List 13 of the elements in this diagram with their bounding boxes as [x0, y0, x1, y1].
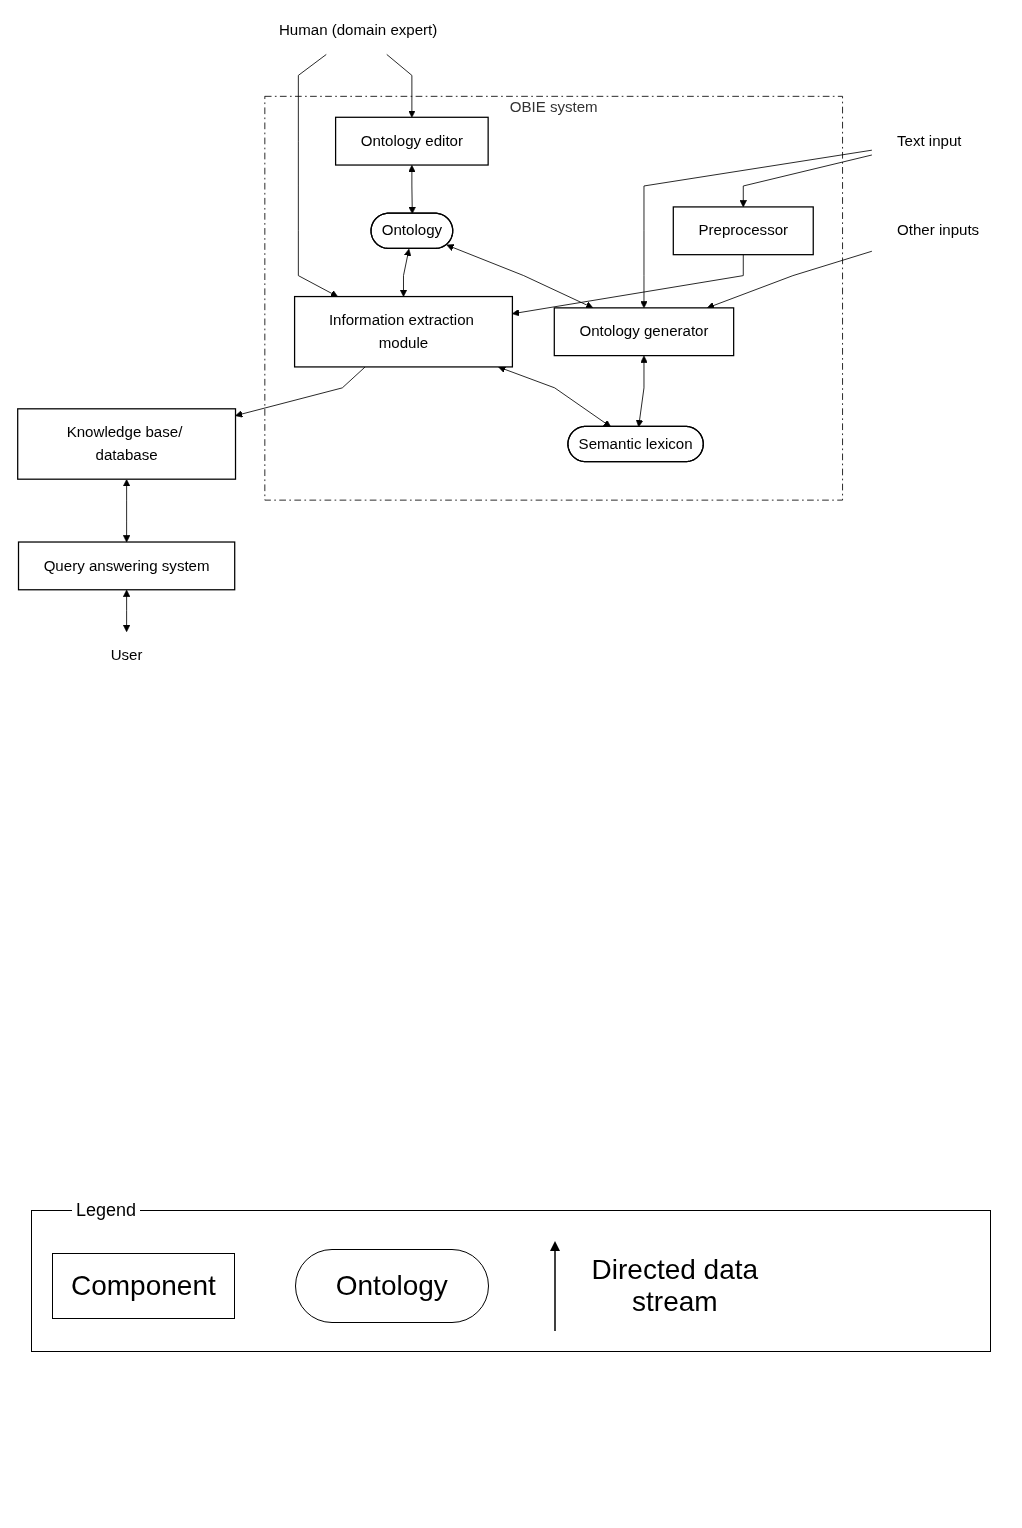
node-box: Query answering system — [17, 541, 236, 591]
node-box: Information extraction module — [293, 295, 514, 368]
legend-title: Legend — [72, 1200, 141, 1221]
legend-text: Directed data stream — [590, 1254, 760, 1318]
node-box: Preprocessor — [672, 206, 814, 256]
node-text: Text input — [897, 132, 962, 150]
component-sample: Component — [52, 1253, 235, 1319]
node-text: User — [110, 646, 143, 664]
node-text: Human (domain expert) — [278, 21, 438, 39]
node-box: Ontology generator — [553, 307, 735, 357]
node-text: Other inputs — [897, 222, 980, 239]
node-box: Ontology editor — [335, 116, 489, 166]
node-box: Knowledge base/ database — [17, 408, 237, 480]
